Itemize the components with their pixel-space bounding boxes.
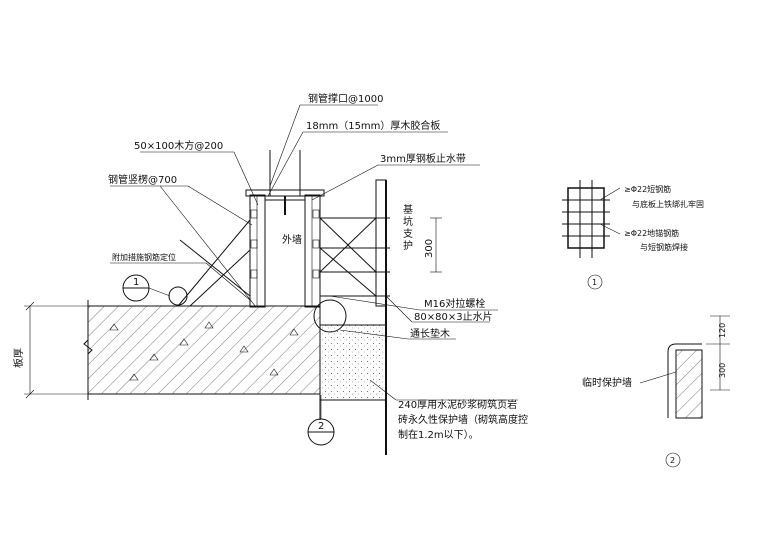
detail-1-grid [567,187,605,249]
outer-wall-body [264,199,306,307]
formwork-left [249,194,266,308]
label-protective-wall-1: 240厚用水泥砂浆砌筑页岩 [398,398,517,411]
label-additional-rebar: 附加措施钢筋定位 [112,252,176,262]
label-bolt: M16对拉螺栓 [424,297,485,310]
label-timber: 50×100木方@200 [134,139,223,152]
pit-support-wall [375,179,387,307]
label-steel-vertical: 钢管竖楞@700 [108,173,177,186]
detail-2-temp-wall: 临时保护墙 [582,376,632,389]
detail-2-dim-300: 300 [718,363,727,378]
slab-aggregate [109,321,299,381]
detail-2-marker [665,452,681,468]
label-sleeper: 通长垫木 [410,327,450,340]
label-steel-brace: 钢管撑口@1000 [308,92,383,105]
protective-brick-wall [319,324,387,401]
detail-1-rebar-1b: 与底板上铁绑扎牢固 [632,199,704,209]
detail-1-rebar-2b: 与短钢筋焊接 [640,242,688,252]
sleeper-detail-circle [313,299,347,333]
detail-2-dim-120: 120 [718,323,727,338]
detail-1-number: 1 [592,278,597,287]
label-plywood: 18mm（15mm）厚木胶合板 [306,119,440,132]
label-water-plate: 80×80×3止水片 [414,310,493,323]
callout-2-text: 2 [318,421,324,432]
rebar-anchor-circle [168,286,188,306]
detail-1-rebar-1a: ≥Φ22短钢筋 [624,184,671,194]
detail-1-marker [587,274,603,290]
concrete-slab [87,305,321,395]
leader-lines [110,104,518,401]
label-protective-wall-3: 制在1.2m以下）。 [398,428,479,441]
label-steel-strip: 3mm厚钢板止水带 [380,152,466,165]
label-slab-thickness: 板厚 [12,348,25,368]
diagonal-braces [177,219,251,307]
main-section: 钢管撑口@1000 18mm（15mm）厚木胶合板 50×100木方@200 3… [12,92,528,455]
detail-2-number: 2 [670,456,675,465]
formwork-right [304,194,321,308]
detail-2-wall [675,349,703,419]
detail-1-rebar-2a: ≥Φ22地锚钢筋 [624,228,679,238]
tie-bolts [319,217,390,297]
callout-1-text: 1 [133,277,139,288]
label-protective-wall-2: 砖永久性保护墙（砌筑高度控 [398,413,528,426]
detail-2: 120 300 临时保护墙 2 [582,315,730,468]
label-pit-support: 基坑支护 [401,203,413,252]
label-outer-wall: 外墙 [282,233,302,246]
dim-300-main: 300 [424,239,435,258]
detail-1: ≥Φ22短钢筋 与底板上铁绑扎牢固 ≥Φ22地锚钢筋 与短钢筋焊接 1 [562,180,704,290]
